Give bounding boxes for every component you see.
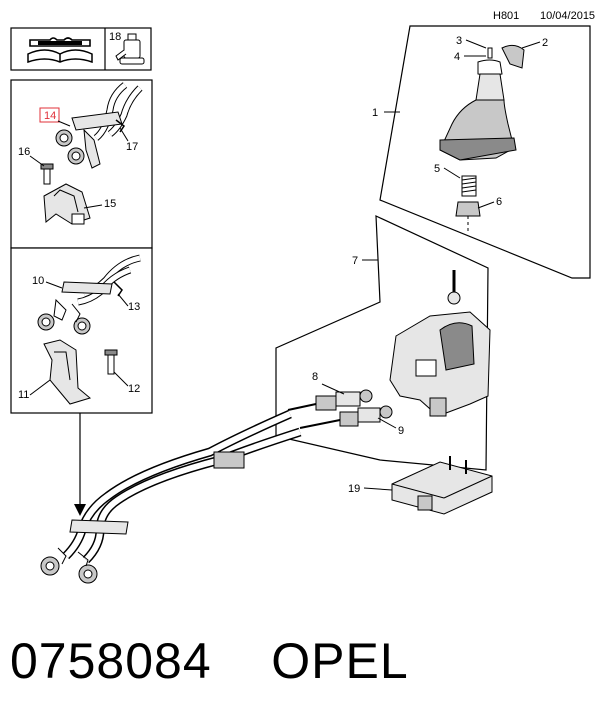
part-number-footer: 0758084 OPEL [10,632,409,690]
inset-box-lower: 10 13 11 12 [10,247,153,414]
cable-end-8 [287,389,373,411]
callout-19: 19 [348,483,360,495]
callout-17: 17 [126,141,138,153]
mounting-bracket-19: 19 [348,456,493,515]
cable-end-9 [299,405,393,429]
brand-name: OPEL [271,633,409,689]
inset-box-upper: 14 16 17 15 [10,79,153,249]
grease-applicator-icon [115,33,145,65]
header-date: 10/04/2015 [540,10,596,22]
shift-housing-panel: 7 8 9 [275,215,491,471]
callout-2: 2 [542,37,548,49]
header-code: H801 [493,10,520,22]
callout-16: 16 [18,146,30,158]
callout-9: 9 [398,425,404,437]
manual-book-icon [27,37,93,64]
shift-knob-panel: 1 2 3 4 5 6 [372,25,591,279]
legend-box: 18 [10,27,152,71]
callout-3: 3 [456,35,462,47]
spring [461,175,477,197]
callout-11: 11 [18,389,29,401]
callout-12: 12 [128,383,140,395]
callout-5: 5 [434,163,440,175]
callout-8: 8 [312,371,318,383]
callout-6: 6 [496,196,502,208]
callout-1: 1 [372,107,378,119]
cable-assembly-lower [40,409,302,584]
callout-18: 18 [109,31,121,43]
callout-13: 13 [128,301,140,313]
callout-15: 15 [104,198,116,210]
callout-14: 14 [44,110,56,122]
part-number: 0758084 [10,633,212,689]
callout-10: 10 [32,275,44,287]
callout-4: 4 [454,51,460,63]
callout-7: 7 [352,255,358,267]
